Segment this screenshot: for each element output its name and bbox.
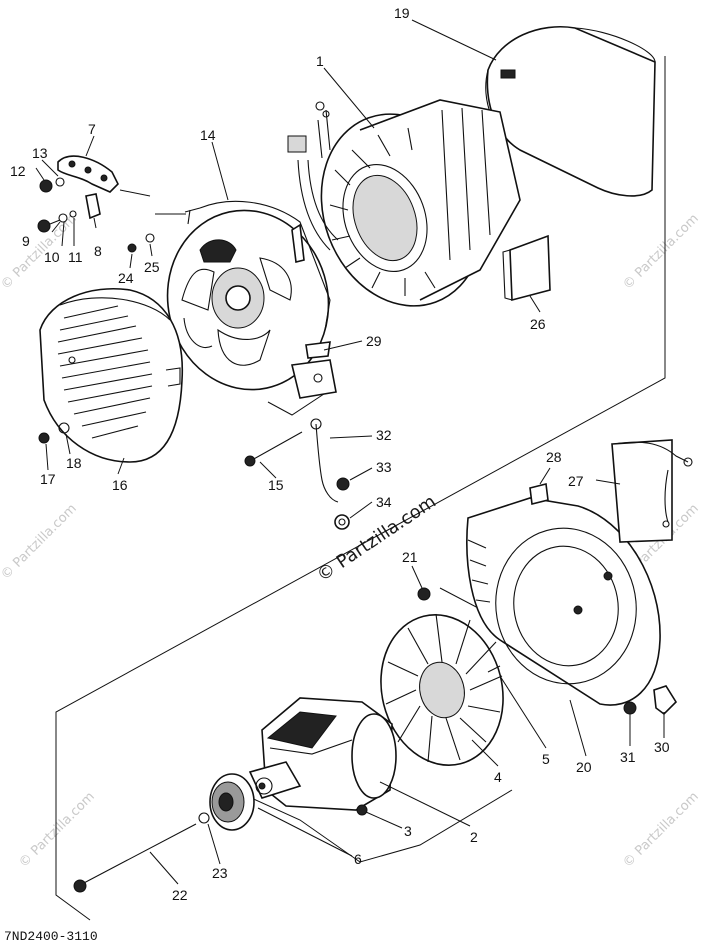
callout-9: 9 [22,233,30,249]
part-23-bearing [198,773,255,831]
callout-15: 15 [268,477,284,493]
callout-23: 23 [212,865,228,881]
part-13-washer [55,177,65,187]
part-21-bolt [417,587,431,601]
part-18-washer [58,422,70,434]
part-24-screw [127,243,137,253]
callout-24: 24 [118,270,134,286]
callout-4: 4 [494,769,502,785]
watermark-bottom-left: © Partzilla.com [16,789,98,871]
part-11-washer [69,210,77,218]
callout-17: 17 [40,471,56,487]
callout-28: 28 [546,449,562,465]
part-27-harness [611,439,693,543]
callout-18: 18 [66,455,82,471]
part-9-screw [37,219,61,233]
part-16-end-cover [39,288,184,463]
callout-33: 33 [376,459,392,475]
callout-34: 34 [376,494,392,510]
callout-21: 21 [402,549,418,565]
part-4-fan [380,613,504,766]
callout-25: 25 [144,259,160,275]
callout-6: 6 [354,851,362,867]
callout-22: 22 [172,887,188,903]
cover-louvers [57,305,153,439]
callout-14: 14 [200,127,216,143]
callout-29: 29 [366,333,382,349]
callout-19: 19 [394,5,410,21]
part-32-ground-lead [310,418,339,503]
leader-lines [35,19,665,885]
part-14-rear-bracket [166,200,337,399]
part-26-pad [502,234,551,302]
part-31-bolt [623,701,637,715]
callout-27: 27 [568,473,584,489]
part-17-screw [38,432,50,444]
callout-7: 7 [88,121,96,137]
callout-26: 26 [530,316,546,332]
callout-5: 5 [542,751,550,767]
part-25-washer [145,233,155,243]
callout-31: 31 [620,749,636,765]
callout-1: 1 [316,53,324,69]
callout-10: 10 [44,249,60,265]
part-30-clip [653,685,678,716]
part-3-nut [356,804,368,816]
callout-3: 3 [404,823,412,839]
watermark-bottom-right: © Partzilla.com [620,789,702,871]
part-22-long-bolt [73,823,197,893]
callout-20: 20 [576,759,592,775]
callout-8: 8 [94,243,102,259]
part-7-terminal-plate [57,155,119,193]
part-2-rotor [248,697,397,811]
part-15-through-bolt [244,431,303,467]
diagram-code: 7ND2400-3110 [4,929,98,944]
part-12-nut [39,179,53,193]
watermark-top-right: © Partzilla.com [620,211,702,293]
callout-labels: 1 19 7 14 12 13 9 10 11 8 24 25 26 29 32… [10,5,670,903]
part-34-washer [334,514,350,530]
watermark-mid-left: © Partzilla.com [0,501,80,583]
part-8-terminal [85,193,101,220]
callout-16: 16 [112,477,128,493]
callout-13: 13 [32,145,48,161]
callout-2: 2 [470,829,478,845]
callout-11: 11 [68,249,83,265]
callout-30: 30 [654,739,670,755]
part-10-washer [58,213,68,223]
callout-32: 32 [376,427,392,443]
callout-12: 12 [10,163,26,179]
fan-blades [385,613,503,763]
part-33-screw [336,477,350,491]
part-28-tab [529,483,549,505]
part-1-stator [287,99,521,307]
part-5-bolt [487,665,501,673]
